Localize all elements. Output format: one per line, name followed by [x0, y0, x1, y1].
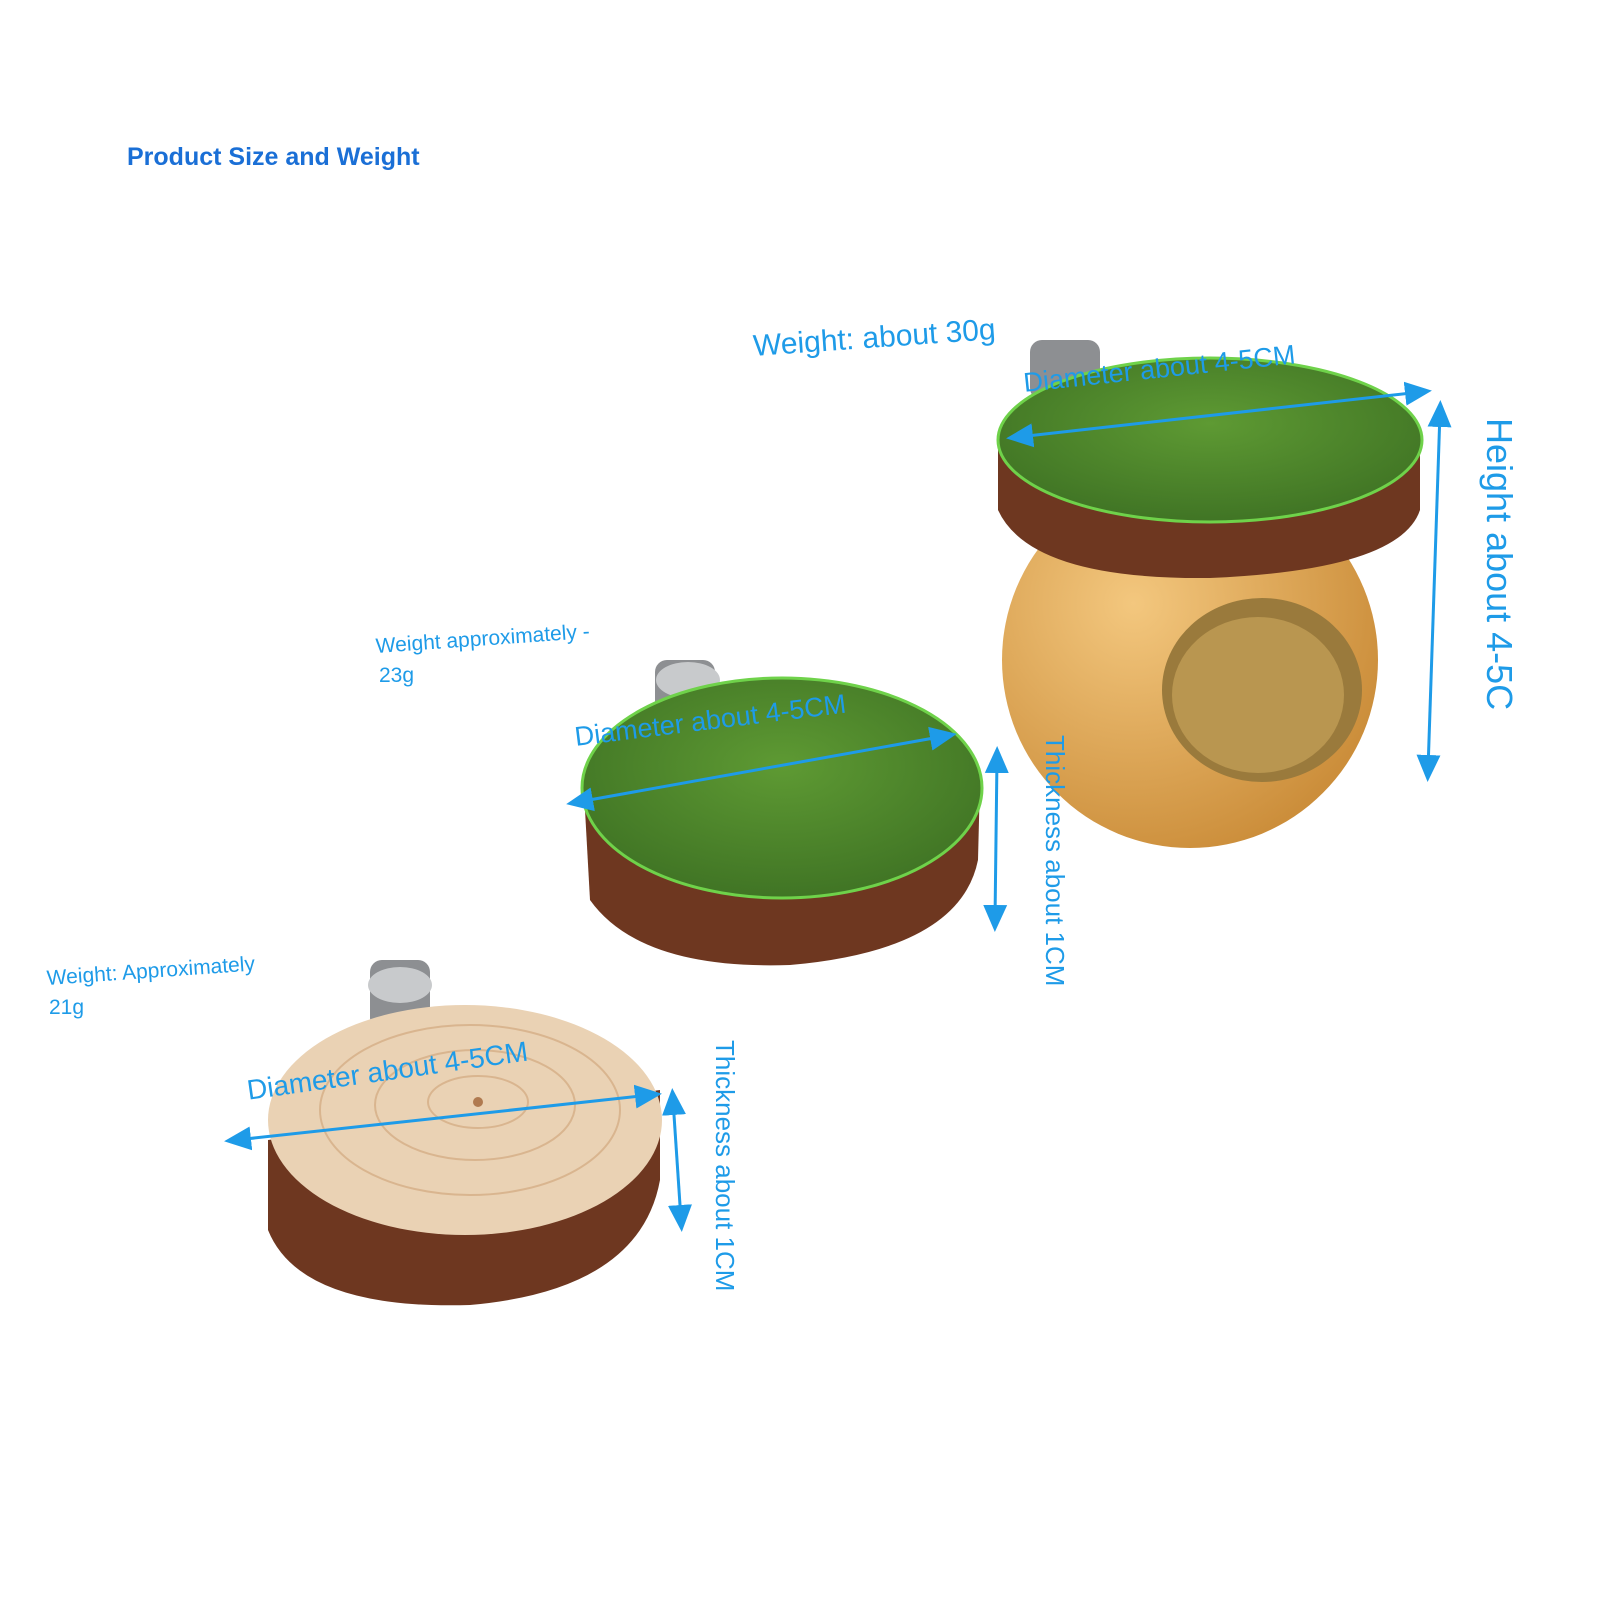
thickness-label-bottom: Thickness about 1CM — [710, 1040, 740, 1292]
diameter-arrow-bottom — [224, 1084, 662, 1151]
height-label: Height about 4-5C — [1479, 418, 1520, 711]
diameter-arrow-middle — [566, 726, 957, 812]
thickness-arrow-bottom — [662, 1088, 692, 1232]
page-title: Product Size and Weight — [127, 143, 420, 171]
weight-label-bottom-line2: 21g — [49, 996, 85, 1019]
diameter-arrow-top — [1006, 381, 1432, 448]
height-arrow — [1416, 400, 1452, 782]
thickness-arrow-middle — [983, 746, 1009, 932]
wood-platform-image — [268, 960, 662, 1306]
weight-label-middle-line2: 23g — [379, 664, 415, 687]
thickness-label-middle: Thickness about 1CM — [1040, 735, 1070, 987]
